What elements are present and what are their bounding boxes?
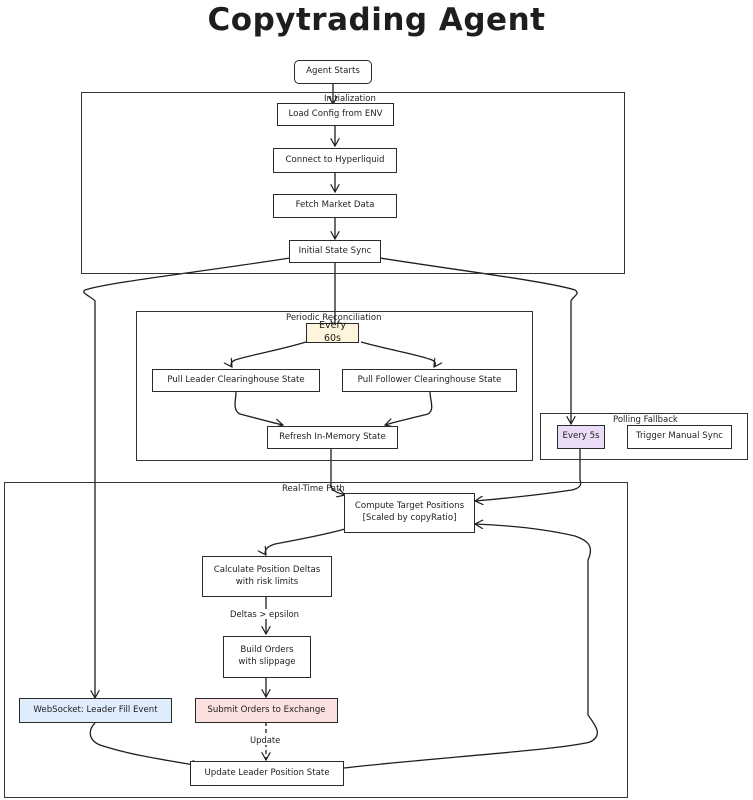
node-fetch-market-data[interactable]: Fetch Market Data [273, 194, 397, 218]
edge-sync-to-websocket [83, 257, 291, 698]
edge-leader-to-refresh [234, 391, 283, 425]
edge-label-update: Update [249, 735, 282, 745]
edge-update-to-compute [343, 524, 599, 769]
node-load-config[interactable]: Load Config from ENV [277, 103, 394, 126]
edge-refresh-to-compute [330, 449, 345, 495]
edge-label-deltas-epsilon: Deltas > epsilon [229, 609, 300, 619]
node-calc-deltas-line1: Calculate Position Deltas [213, 564, 321, 575]
node-pull-follower-state[interactable]: Pull Follower Clearinghouse State [342, 369, 517, 392]
node-update-leader-state[interactable]: Update Leader Position State [190, 761, 344, 786]
node-pull-leader-state[interactable]: Pull Leader Clearinghouse State [152, 369, 320, 392]
group-label-real-time-path: Real-Time Path [282, 484, 345, 494]
node-websocket-leader-fill-label: WebSocket: Leader Fill Event [33, 704, 158, 715]
node-build-orders-line2: with slippage [238, 657, 296, 667]
node-initial-state-sync-label: Initial State Sync [298, 245, 372, 256]
node-refresh-memory-state[interactable]: Refresh In-Memory State [267, 426, 398, 449]
node-calc-deltas-line2: with risk limits [235, 576, 299, 587]
node-pull-leader-state-label: Pull Leader Clearinghouse State [167, 374, 305, 385]
node-trigger-manual-sync[interactable]: Trigger Manual Sync [627, 425, 732, 449]
node-websocket-leader-fill[interactable]: WebSocket: Leader Fill Event [19, 698, 172, 723]
node-load-config-label: Load Config from ENV [288, 108, 383, 119]
node-trigger-manual-sync-label: Trigger Manual Sync [635, 431, 724, 442]
edge-compute-to-calc [265, 528, 346, 555]
group-label-polling-fallback: Polling Fallback [613, 415, 678, 425]
node-compute-target-line1: Compute Target Positions [354, 501, 465, 512]
node-build-orders[interactable]: Build Orders with slippage [223, 636, 311, 678]
edge-60s-to-leader [231, 341, 307, 367]
node-submit-orders-label: Submit Orders to Exchange [207, 704, 326, 715]
edge-sync-to-5s [379, 257, 578, 424]
edge-60s-to-follower [360, 341, 435, 367]
node-initial-state-sync[interactable]: Initial State Sync [289, 240, 381, 263]
node-submit-orders[interactable]: Submit Orders to Exchange [195, 698, 338, 723]
node-agent-starts-label: Agent Starts [306, 66, 360, 77]
node-build-orders-line1: Build Orders [240, 645, 294, 656]
node-connect-hyperliquid-label: Connect to Hyperliquid [285, 154, 385, 165]
edge-5s-to-compute [475, 449, 582, 501]
node-every-5s[interactable]: Every 5s [557, 425, 605, 449]
node-connect-hyperliquid[interactable]: Connect to Hyperliquid [273, 148, 397, 173]
node-every-60s[interactable]: Every 60s [306, 320, 359, 344]
node-fetch-market-data-label: Fetch Market Data [295, 200, 375, 211]
node-compute-target-line2: [Scaled by copyRatio] [362, 513, 457, 523]
node-update-leader-state-label: Update Leader Position State [204, 767, 330, 778]
edge-follower-to-refresh [385, 391, 433, 425]
node-refresh-memory-state-label: Refresh In-Memory State [279, 431, 386, 442]
group-label-periodic-reconciliation: Periodic Reconciliation [286, 313, 382, 323]
group-polling-fallback [540, 413, 748, 460]
node-pull-follower-state-label: Pull Follower Clearinghouse State [357, 374, 502, 385]
group-initialization [81, 92, 625, 274]
diagram-title: Copytrading Agent [207, 2, 546, 38]
node-compute-target-positions[interactable]: Compute Target Positions [Scaled by copy… [344, 493, 475, 533]
node-every-5s-label: Every 5s [562, 431, 600, 442]
node-every-60s-label: Every 60s [319, 320, 346, 344]
node-calculate-position-deltas[interactable]: Calculate Position Deltas with risk limi… [202, 556, 332, 597]
group-real-time-path [4, 482, 628, 798]
group-periodic-reconciliation [136, 311, 533, 461]
edge-websocket-to-update [89, 722, 200, 766]
group-label-initialization: Initialization [324, 94, 376, 104]
node-agent-starts[interactable]: Agent Starts [294, 60, 372, 84]
